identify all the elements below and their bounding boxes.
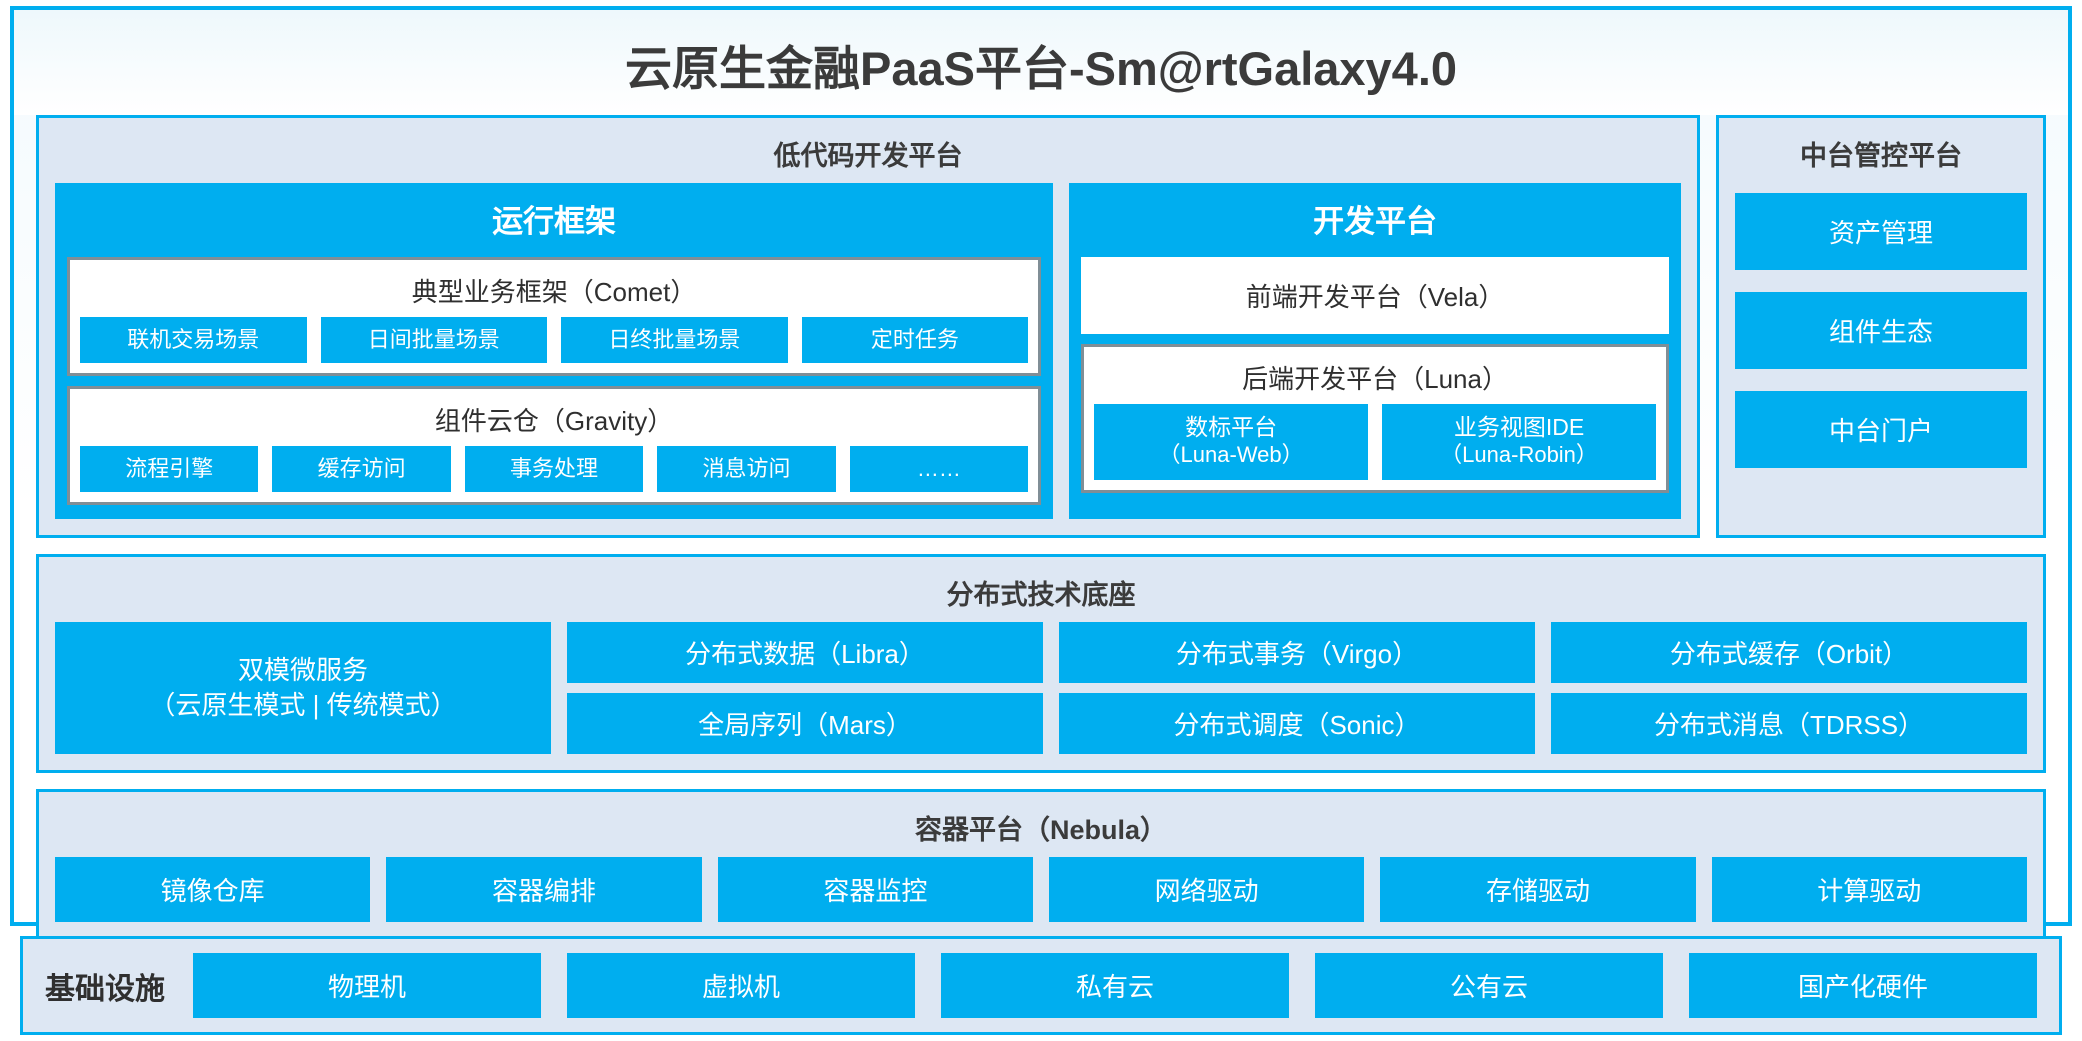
management-platform-panel: 中台管控平台 资产管理 组件生态 中台门户	[1716, 115, 2046, 538]
runtime-framework-card: 运行框架 典型业务框架（Comet） 联机交易场景 日间批量场景 日终批量场景 …	[55, 183, 1054, 519]
distributed-base-panel: 分布式技术底座 双模微服务 （云原生模式 | 传统模式） 分布式数据（Libra…	[36, 553, 2046, 773]
distributed-item[interactable]: 分布式消息（TDRSS）	[1551, 692, 2027, 754]
distributed-base-body: 双模微服务 （云原生模式 | 传统模式） 分布式数据（Libra） 全局序列（M…	[55, 621, 2027, 754]
infrastructure-item[interactable]: 私有云	[941, 953, 1289, 1018]
infrastructure-item[interactable]: 公有云	[1315, 953, 1663, 1018]
management-platform-title: 中台管控平台	[1800, 141, 1962, 171]
dual-mode-microservice-box[interactable]: 双模微服务 （云原生模式 | 传统模式）	[55, 621, 551, 754]
distributed-column-1: 分布式数据（Libra） 全局序列（Mars）	[567, 621, 1043, 754]
management-item[interactable]: 中台门户	[1735, 391, 2027, 468]
container-platform-panel: 容器平台（Nebula） 镜像仓库 容器编排 容器监控 网络驱动 存储驱动 计算…	[36, 788, 2046, 941]
comet-chip-row: 联机交易场景 日间批量场景 日终批量场景 定时任务	[80, 317, 1029, 363]
backend-platform-title: 后端开发平台（Luna）	[1242, 364, 1508, 394]
infrastructure-bar: 基础设施 物理机 虚拟机 私有云 公有云 国产化硬件	[20, 936, 2062, 1035]
distributed-item[interactable]: 分布式缓存（Orbit）	[1551, 621, 2027, 683]
gravity-item-more[interactable]: ……	[849, 445, 1029, 492]
gravity-item[interactable]: 消息访问	[657, 445, 836, 492]
backend-item-name: 数标平台	[1185, 414, 1278, 440]
infrastructure-chip-row: 物理机 虚拟机 私有云 公有云 国产化硬件	[193, 953, 2037, 1018]
comet-item[interactable]: 定时任务	[801, 317, 1029, 363]
lowcode-platform-panel: 低代码开发平台 运行框架 典型业务框架（Comet） 联机交易场景 日间批量场景…	[36, 115, 1700, 538]
gravity-item[interactable]: 流程引擎	[80, 445, 259, 492]
frontend-platform-box[interactable]: 前端开发平台（Vela）	[1081, 257, 1669, 334]
backend-item-luna-web[interactable]: 数标平台 （Luna-Web）	[1094, 404, 1369, 480]
distributed-column-2: 分布式事务（Virgo） 分布式调度（Sonic）	[1059, 621, 1535, 754]
microservice-line2: （云原生模式 | 传统模式）	[149, 689, 457, 720]
distributed-column-3: 分布式缓存（Orbit） 分布式消息（TDRSS）	[1551, 621, 2027, 754]
gravity-title: 组件云仓（Gravity）	[434, 405, 674, 436]
top-row: 低代码开发平台 运行框架 典型业务框架（Comet） 联机交易场景 日间批量场景…	[14, 115, 2068, 538]
infrastructure-item[interactable]: 国产化硬件	[1689, 953, 2037, 1018]
backend-item-name: 业务视图IDE	[1453, 414, 1585, 440]
distributed-item[interactable]: 全局序列（Mars）	[567, 692, 1043, 754]
comet-item[interactable]: 日终批量场景	[561, 317, 788, 363]
container-chip-row: 镜像仓库 容器编排 容器监控 网络驱动 存储驱动 计算驱动	[55, 856, 2027, 922]
distributed-base-title: 分布式技术底座	[946, 579, 1136, 610]
gravity-item[interactable]: 事务处理	[464, 445, 644, 492]
container-item[interactable]: 容器编排	[386, 856, 702, 922]
backend-item-luna-robin[interactable]: 业务视图IDE （Luna-Robin）	[1382, 404, 1657, 480]
development-platform-card: 开发平台 前端开发平台（Vela） 后端开发平台（Luna） 数标平台 （Lun…	[1069, 183, 1681, 519]
distributed-row: 分布式技术底座 双模微服务 （云原生模式 | 传统模式） 分布式数据（Libra…	[14, 553, 2068, 773]
comet-title: 典型业务框架（Comet）	[411, 277, 697, 307]
microservice-line1: 双模微服务	[237, 654, 368, 685]
page-title: 云原生金融PaaS平台-Sm@rtGalaxy4.0	[14, 10, 2068, 115]
comet-item[interactable]: 日间批量场景	[320, 317, 548, 363]
distributed-item[interactable]: 分布式调度（Sonic）	[1059, 692, 1535, 754]
runtime-framework-title: 运行框架	[492, 204, 617, 239]
management-item[interactable]: 组件生态	[1735, 292, 2027, 369]
gravity-chip-row: 流程引擎 缓存访问 事务处理 消息访问 ……	[80, 445, 1029, 492]
backend-item-code: （Luna-Robin）	[1440, 441, 1598, 467]
infrastructure-label: 基础设施	[45, 972, 165, 1006]
gravity-box: 组件云仓（Gravity） 流程引擎 缓存访问 事务处理 消息访问 ……	[67, 385, 1042, 505]
infrastructure-item[interactable]: 物理机	[193, 953, 541, 1018]
distributed-item[interactable]: 分布式事务（Virgo）	[1059, 621, 1535, 683]
lowcode-platform-body: 运行框架 典型业务框架（Comet） 联机交易场景 日间批量场景 日终批量场景 …	[55, 183, 1681, 519]
management-item-list: 资产管理 组件生态 中台门户	[1735, 183, 2027, 468]
comet-box: 典型业务框架（Comet） 联机交易场景 日间批量场景 日终批量场景 定时任务	[67, 257, 1042, 376]
container-item[interactable]: 容器监控	[717, 856, 1033, 922]
backend-item-code: （Luna-Web）	[1158, 441, 1304, 467]
distributed-item[interactable]: 分布式数据（Libra）	[567, 621, 1043, 683]
gravity-item[interactable]: 缓存访问	[272, 445, 451, 492]
container-item[interactable]: 存储驱动	[1380, 856, 1696, 922]
lowcode-platform-title: 低代码开发平台	[773, 141, 963, 171]
container-item[interactable]: 网络驱动	[1048, 856, 1365, 922]
main-platform-frame: 云原生金融PaaS平台-Sm@rtGalaxy4.0 低代码开发平台 运行框架 …	[10, 6, 2072, 941]
container-item[interactable]: 镜像仓库	[55, 856, 371, 922]
comet-item[interactable]: 联机交易场景	[80, 317, 307, 363]
container-platform-title: 容器平台（Nebula）	[914, 814, 1168, 845]
backend-chip-row: 数标平台 （Luna-Web） 业务视图IDE （Luna-Robin）	[1094, 404, 1657, 480]
container-row: 容器平台（Nebula） 镜像仓库 容器编排 容器监控 网络驱动 存储驱动 计算…	[14, 788, 2068, 941]
backend-platform-box: 后端开发平台（Luna） 数标平台 （Luna-Web） 业务视图IDE （Lu…	[1081, 344, 1669, 493]
infrastructure-item[interactable]: 虚拟机	[567, 953, 915, 1018]
development-platform-title: 开发平台	[1313, 204, 1438, 239]
management-item[interactable]: 资产管理	[1735, 193, 2027, 270]
container-item[interactable]: 计算驱动	[1711, 856, 2027, 922]
